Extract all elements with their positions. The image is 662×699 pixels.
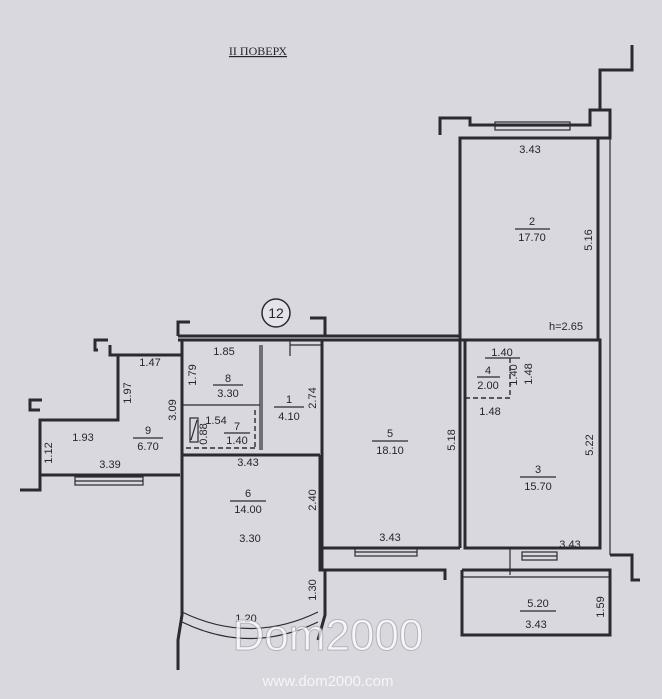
dimension-label: 1.20 [235,613,256,625]
watermark-brand: Dom2000 [233,611,424,660]
dimension-label: 3.39 [99,459,120,471]
room-8-number: 8 [225,373,231,385]
ventilation-shaft-icon [189,417,199,443]
windows [74,121,571,561]
room-8-area: 3.30 [217,388,238,400]
room-6-area: 14.00 [234,504,262,516]
watermark-url: www.dom2000.com [262,673,394,690]
dimension-label: 3.43 [525,619,546,631]
floor-title: II ПОВЕРХ [229,44,287,58]
dimension-label: 3.43 [379,532,400,544]
dimension-label: 3.09 [167,399,179,420]
dimension-label: 2.40 [307,489,319,510]
dimension-label: 1.40 [491,347,512,359]
dimension-label: 3.43 [237,457,258,469]
dimension-label: 1.59 [595,596,607,617]
dimension-label: 1.30 [307,579,319,600]
interior-walls [182,340,520,575]
dimension-label: 3.43 [559,539,580,551]
balcony-area: 5.20 [527,598,548,610]
dimension-label: 1.54 [205,415,226,427]
room-6-number: 6 [245,488,251,500]
dimension-label: 3.30 [239,533,260,545]
room-5-area: 18.10 [376,445,404,457]
dimension-label: 3.43 [519,144,540,156]
room-7-area: 1.40 [226,435,247,447]
room-2-area: 17.70 [518,232,546,244]
dimension-label: 1.48 [523,363,535,384]
dimension-labels: 3.43 5.16 1.85 1.79 2.74 1.47 1.97 3.09 … [43,144,607,631]
room-7-number: 7 [234,421,240,433]
dimension-label: 1.47 [139,357,160,369]
room-9-area: 6.70 [137,441,158,453]
dimension-label: 1.48 [479,406,500,418]
dimension-label: 1.85 [213,346,234,358]
ceiling-height: h=2.65 [549,321,583,333]
room-2-number: 2 [529,216,535,228]
room-3-area: 15.70 [524,481,552,493]
dimension-label: 1.12 [43,442,55,463]
section-number: 12 [268,305,284,321]
dimension-label: 1.97 [122,382,134,403]
dimension-label: 1.40 [508,364,520,385]
room-labels: 2 17.70 3 15.70 4 2.00 5 18.10 6 14.00 7… [133,216,556,612]
room-1-number: 1 [286,394,292,406]
room-5-number: 5 [387,428,393,440]
dimension-label: 5.16 [583,229,595,250]
room-1-area: 4.10 [278,411,299,423]
dimension-label: 1.93 [72,432,93,444]
room-3-number: 3 [535,464,541,476]
room-9-number: 9 [145,425,151,437]
dimension-label: 2.74 [307,387,319,408]
section-number-circle [261,298,291,328]
dimension-label: 5.22 [584,434,596,455]
watermark: Dom2000 www.dom2000.com [232,611,424,691]
room-4-area: 2.00 [477,380,498,392]
room-4-number: 4 [485,365,491,377]
dimension-label: 1.79 [187,364,199,385]
dimension-label: 0.88 [198,423,210,444]
dimension-label: 5.18 [446,429,458,450]
